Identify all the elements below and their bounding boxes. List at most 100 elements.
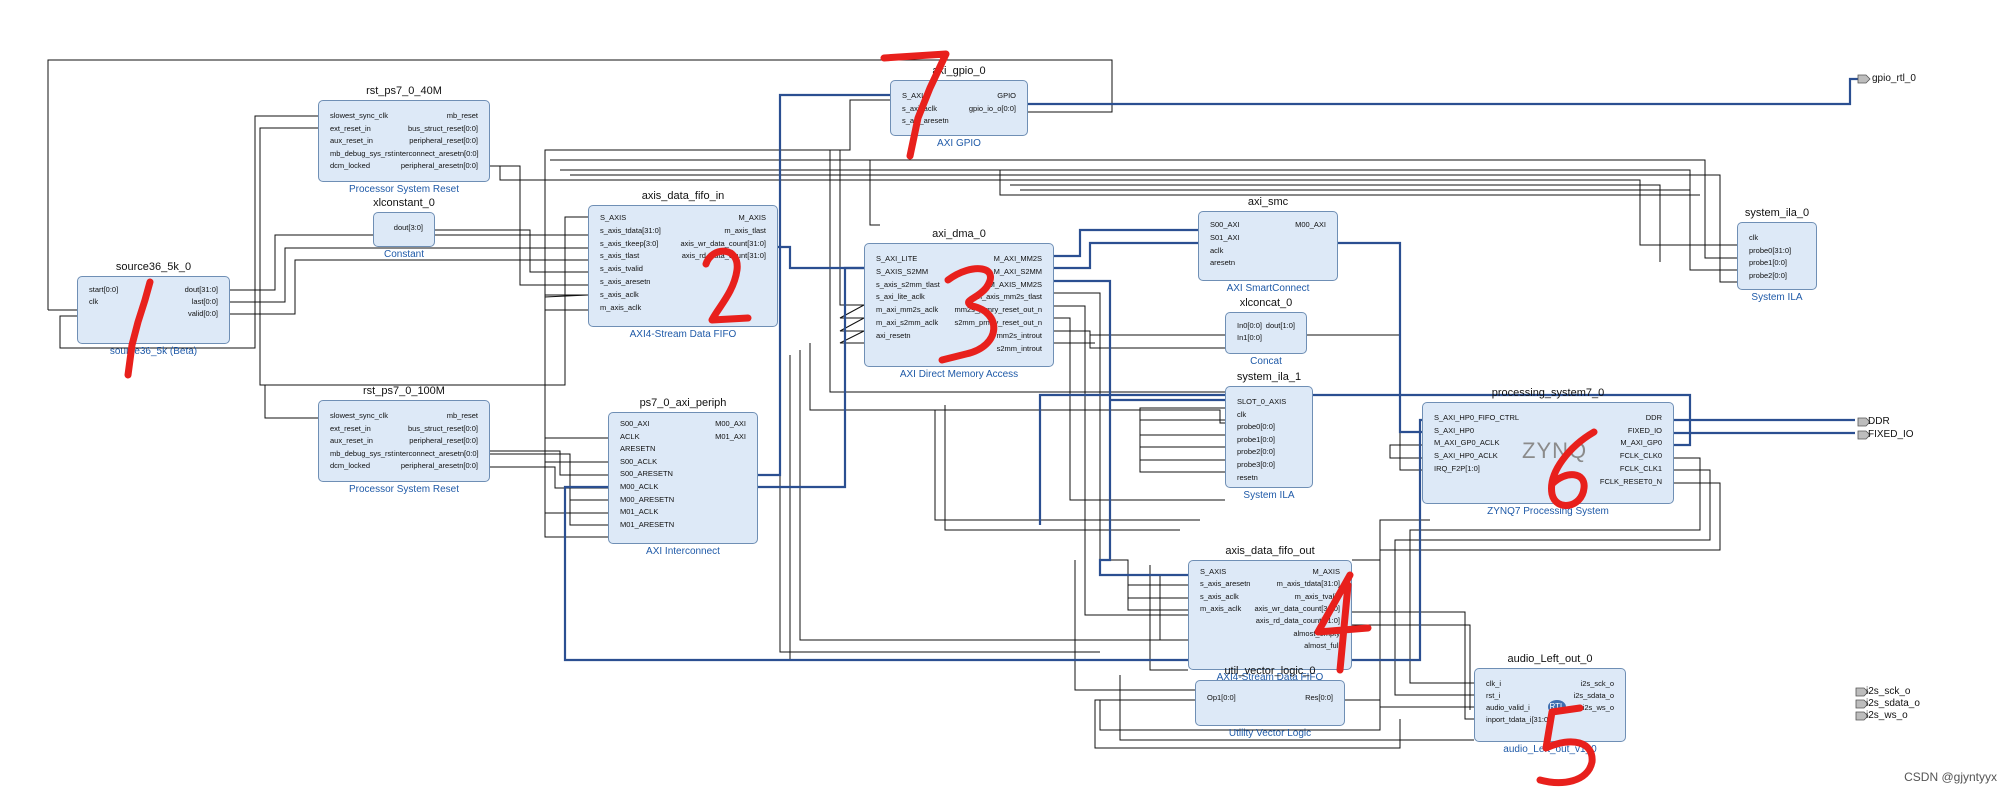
wire[interactable] bbox=[778, 245, 864, 270]
wire[interactable] bbox=[1054, 279, 1225, 577]
fifo_in-pin-left[interactable]: s_axis_tdata[31:0] bbox=[600, 225, 661, 235]
dma-pin-right[interactable]: M_AXI_MM2S bbox=[993, 254, 1042, 263]
wire[interactable] bbox=[1352, 519, 1430, 561]
ila0-pin-left[interactable]: clk bbox=[1749, 233, 1759, 242]
rst40-pin-right[interactable]: peripheral_reset[0:0] bbox=[409, 136, 478, 145]
ps7-block[interactable] bbox=[1422, 402, 1674, 504]
wire[interactable] bbox=[758, 93, 890, 477]
wire[interactable] bbox=[934, 410, 1200, 521]
wire[interactable] bbox=[1389, 444, 1422, 459]
rst100-pin-left[interactable]: mb_debug_sys_rst bbox=[330, 448, 394, 458]
port-gpio[interactable]: gpio_rtl_0 bbox=[1872, 73, 1916, 84]
fifo_out-pin-left[interactable]: s_axis_aclk bbox=[1200, 591, 1239, 601]
gpio-pin-left[interactable]: S_AXI bbox=[902, 91, 924, 100]
wire[interactable] bbox=[1149, 565, 1188, 671]
rst40-pin-left[interactable]: slowest_sync_clk bbox=[330, 111, 388, 120]
ila1-block[interactable] bbox=[1225, 386, 1313, 488]
wire[interactable] bbox=[839, 150, 865, 344]
ps7-pin-left[interactable]: S_AXI_HP0_ACLK bbox=[1434, 451, 1498, 461]
audio-pin-left[interactable]: inport_tdata_i[31:0] bbox=[1486, 715, 1551, 724]
gpio-pin-left[interactable]: s_axi_aclk bbox=[902, 103, 938, 113]
periph-pin-left[interactable]: ARESETN bbox=[620, 444, 656, 454]
port-sdata[interactable]: i2s_sdata_o bbox=[1866, 698, 1920, 709]
rst100-pin-left[interactable]: dcm_locked bbox=[330, 461, 371, 470]
audio-pin-left[interactable]: clk_i bbox=[1486, 679, 1502, 688]
xlconst-block[interactable] bbox=[373, 212, 435, 247]
fifo_in-pin-right[interactable]: axis_rd_data_count[31:0] bbox=[681, 251, 766, 261]
wire[interactable] bbox=[1054, 292, 1188, 611]
periph-pin-right[interactable]: M00_AXI bbox=[715, 419, 746, 428]
smc-pin-left[interactable]: S00_AXI bbox=[1210, 220, 1240, 229]
fifo_in-pin-right[interactable]: axis_wr_data_count[31:0] bbox=[680, 238, 766, 248]
rst100-pin-right[interactable]: peripheral_reset[0:0] bbox=[409, 436, 478, 445]
wire[interactable] bbox=[1010, 184, 1661, 262]
fifo_in-pin-left[interactable]: s_axis_tvalid bbox=[600, 264, 643, 274]
wire[interactable] bbox=[1338, 241, 1422, 434]
audio-pin-left[interactable]: audio_valid_i bbox=[1486, 703, 1530, 712]
periph-pin-left[interactable]: ACLK bbox=[620, 431, 640, 441]
periph-pin-left[interactable]: M00_ARESETN bbox=[620, 494, 675, 504]
periph-block[interactable] bbox=[608, 412, 758, 544]
rst40-pin-left[interactable]: ext_reset_in bbox=[330, 123, 371, 133]
dma-pin-right[interactable]: s2mm_introut bbox=[996, 343, 1042, 353]
rst40-pin-right[interactable]: peripheral_aresetn[0:0] bbox=[400, 161, 478, 170]
rst100-pin-right[interactable]: peripheral_aresetn[0:0] bbox=[400, 461, 478, 470]
wire[interactable] bbox=[1099, 482, 1721, 731]
ila0-block[interactable] bbox=[1737, 222, 1817, 290]
fifo_in-pin-left[interactable]: S_AXIS bbox=[600, 213, 627, 222]
dma-pin-left[interactable]: axi_resetn bbox=[876, 330, 911, 340]
source-pin-left[interactable]: clk bbox=[89, 297, 99, 306]
audio-pin-right[interactable]: i2s_sck_o bbox=[1580, 679, 1614, 688]
rst40-pin-right[interactable]: bus_struct_reset[0:0] bbox=[407, 123, 478, 133]
dma-pin-right[interactable]: s2mm_prmry_reset_out_n bbox=[954, 318, 1042, 327]
dma-pin-right[interactable]: M_AXI_S2MM bbox=[993, 266, 1042, 276]
smc-block[interactable] bbox=[1198, 211, 1338, 281]
port-ddr[interactable]: DDR bbox=[1868, 416, 1890, 427]
wire[interactable] bbox=[944, 405, 1180, 531]
ila0-pin-left[interactable]: probe2[0:0] bbox=[1749, 270, 1787, 280]
ps7-pin-right[interactable]: FCLK_CLK1 bbox=[1619, 463, 1662, 473]
ila1-pin-left[interactable]: probe0[0:0] bbox=[1237, 422, 1275, 432]
wire[interactable] bbox=[563, 418, 1422, 662]
fifo_in-pin-right[interactable]: m_axis_tlast bbox=[724, 225, 766, 235]
ps7-pin-right[interactable]: M_AXI_GP0 bbox=[1620, 438, 1662, 448]
dma-pin-left[interactable]: S_AXI_LITE bbox=[876, 254, 918, 263]
periph-pin-left[interactable]: S00_AXI bbox=[620, 419, 650, 428]
dma-pin-right[interactable]: mm2s_prmry_reset_out_n bbox=[954, 305, 1042, 315]
rst100-pin-left[interactable]: ext_reset_in bbox=[330, 423, 371, 433]
wire[interactable] bbox=[1139, 407, 1225, 473]
rst100-pin-right[interactable]: bus_struct_reset[0:0] bbox=[407, 423, 478, 433]
rst40-pin-left[interactable]: dcm_locked bbox=[330, 161, 371, 170]
dma-pin-left[interactable]: s_axi_lite_aclk bbox=[876, 292, 925, 302]
ps7-pin-left[interactable]: M_AXI_GP0_ACLK bbox=[1434, 438, 1500, 448]
rst40-pin-left[interactable]: mb_debug_sys_rst bbox=[330, 148, 394, 158]
wire[interactable] bbox=[490, 466, 608, 489]
audio-pin-right[interactable]: i2s_sdata_o bbox=[1573, 691, 1614, 700]
gpio-pin-right[interactable]: gpio_io_o[0:0] bbox=[968, 103, 1016, 113]
wire[interactable] bbox=[1054, 317, 1225, 501]
smc-pin-right[interactable]: M00_AXI bbox=[1295, 220, 1326, 229]
smc-pin-left[interactable]: aclk bbox=[1210, 245, 1224, 255]
source-block[interactable] bbox=[77, 276, 230, 344]
wire[interactable] bbox=[560, 169, 1737, 271]
vlogic-pin-left[interactable]: Op1[0:0] bbox=[1207, 693, 1236, 702]
wire[interactable] bbox=[490, 165, 588, 286]
wire[interactable] bbox=[799, 350, 1160, 641]
gpio-pin-left[interactable]: s_axi_aresetn bbox=[902, 116, 949, 125]
wire[interactable] bbox=[869, 160, 880, 226]
wire[interactable] bbox=[779, 360, 1100, 653]
wire[interactable] bbox=[264, 385, 318, 419]
wire[interactable] bbox=[1352, 611, 1474, 720]
xlconcat-pin-left[interactable]: In0[0:0] bbox=[1237, 321, 1263, 330]
port-sck[interactable]: i2s_sck_o bbox=[1866, 686, 1911, 697]
fifo_out-pin-left[interactable]: S_AXIS bbox=[1200, 567, 1227, 576]
dma-pin-left[interactable]: S_AXIS_S2MM bbox=[876, 266, 929, 276]
audio-pin-right[interactable]: i2s_ws_o bbox=[1582, 703, 1614, 712]
ps7-pin-left[interactable]: IRQ_F2P[1:0] bbox=[1434, 463, 1480, 473]
ila1-pin-left[interactable]: probe3[0:0] bbox=[1237, 460, 1275, 469]
wire[interactable] bbox=[550, 159, 1737, 259]
wire[interactable] bbox=[544, 99, 890, 300]
wire[interactable] bbox=[1119, 675, 1474, 741]
ila1-pin-left[interactable]: SLOT_0_AXIS bbox=[1237, 397, 1287, 406]
rst40-pin-left[interactable]: aux_reset_in bbox=[330, 136, 373, 145]
